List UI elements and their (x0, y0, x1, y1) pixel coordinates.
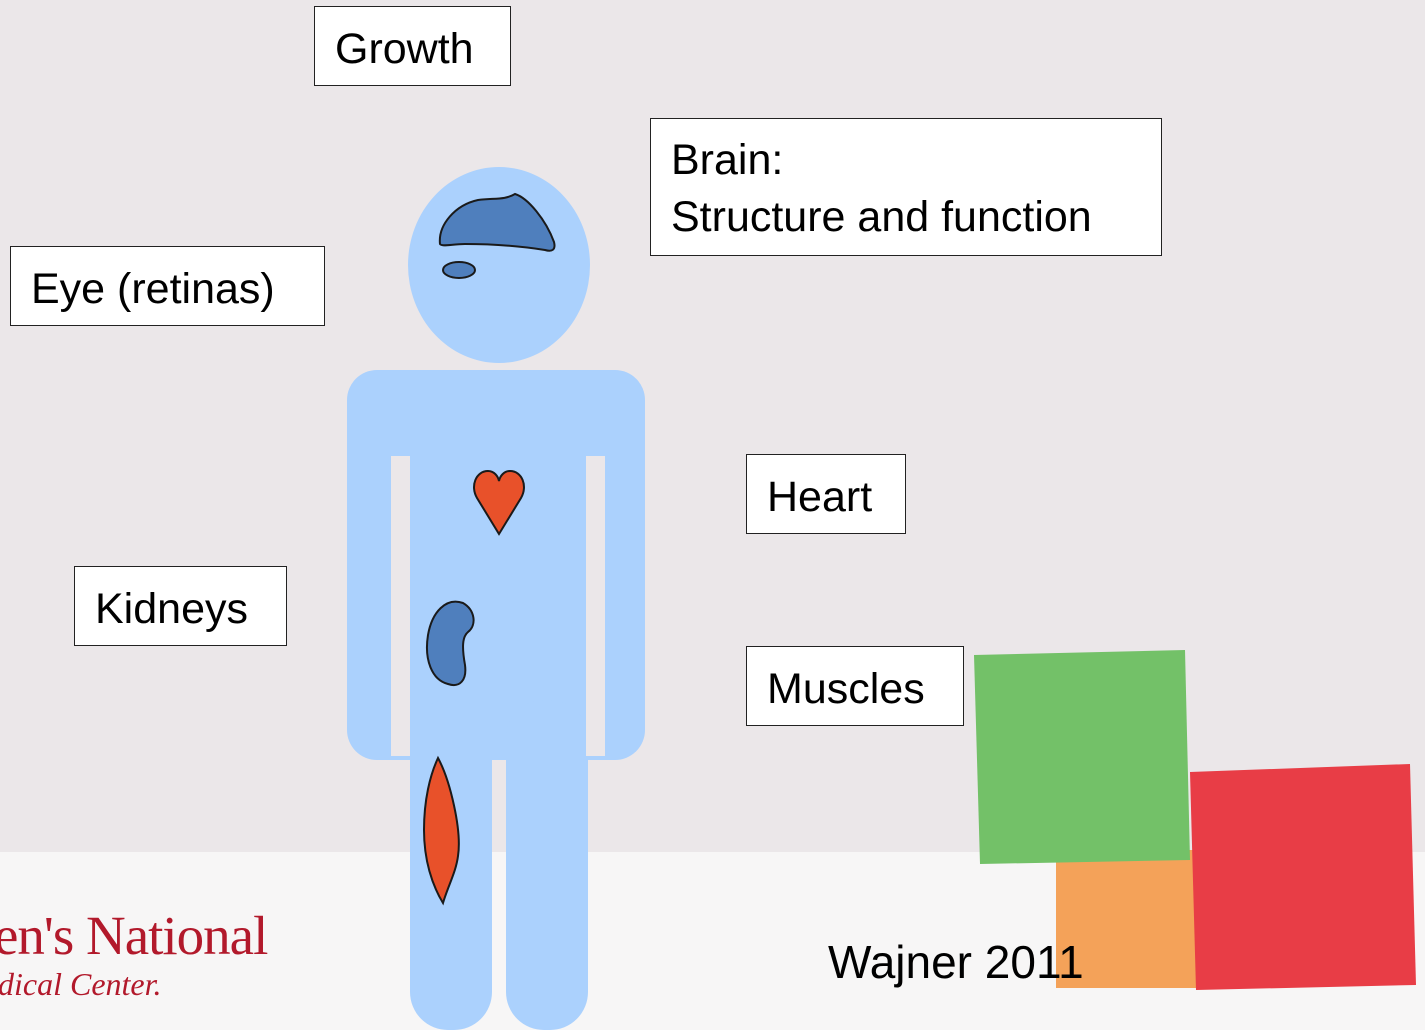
hospital-logo: en's National dical Center. (0, 905, 267, 1001)
green-square (974, 650, 1190, 864)
logo-name: en's National (0, 905, 267, 967)
growth-label-text: Growth (335, 21, 510, 78)
right-arm-gap (586, 456, 605, 756)
brain-label: Brain: Structure and function (650, 118, 1162, 256)
kidneys-label: Kidneys (74, 566, 287, 646)
muscles-label: Muscles (746, 646, 964, 726)
eye-label: Eye (retinas) (10, 246, 325, 326)
left-arm-gap (391, 456, 410, 756)
eye-label-text: Eye (retinas) (31, 261, 324, 318)
citation-text: Wajner 2011 (828, 935, 1084, 989)
head (408, 167, 590, 363)
brain-label-line2: Structure and function (671, 189, 1161, 246)
growth-label: Growth (314, 6, 511, 86)
muscles-label-text: Muscles (767, 661, 963, 718)
eye-icon (443, 262, 475, 278)
heart-label: Heart (746, 454, 906, 534)
kidneys-label-text: Kidneys (95, 581, 286, 638)
right-leg (506, 700, 588, 1030)
logo-subtitle: dical Center. (0, 967, 267, 1001)
red-square (1190, 764, 1416, 990)
brain-label-line1: Brain: (671, 132, 1161, 189)
heart-label-text: Heart (767, 469, 905, 526)
